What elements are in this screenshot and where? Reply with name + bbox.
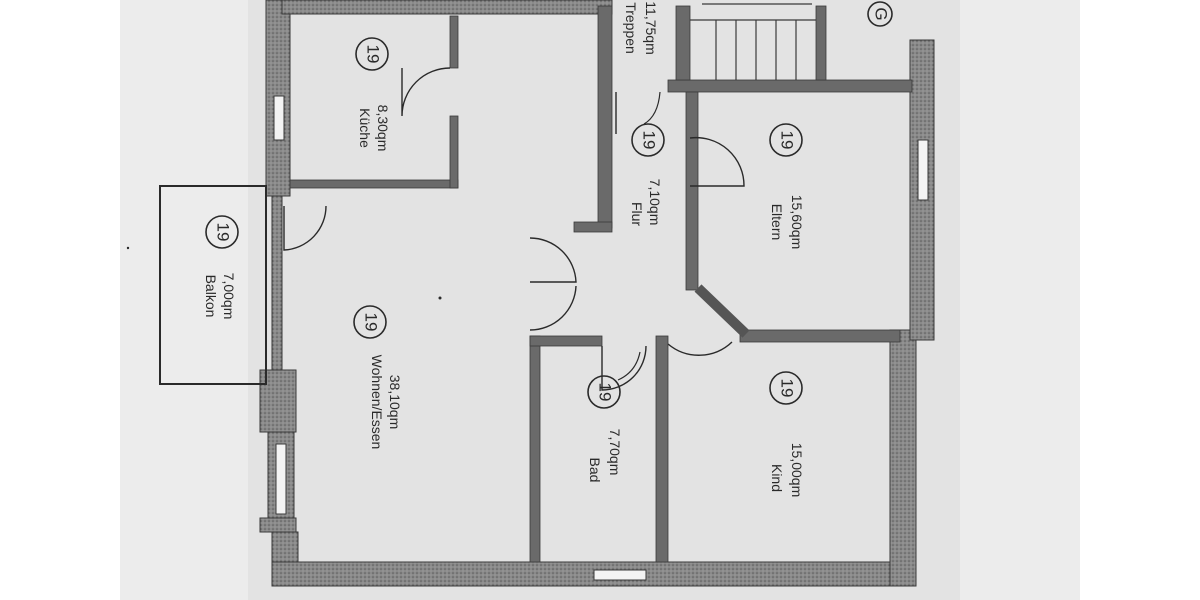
marker-leaders	[617, 91, 661, 381]
room-name-treppe: Treppen	[623, 2, 639, 54]
wall-left-sill	[259, 517, 297, 533]
door-wohnen-b	[529, 285, 577, 331]
wall-treppe-right	[815, 5, 827, 81]
room-name-kind: Kind	[769, 464, 785, 492]
balcony-outline	[159, 185, 267, 385]
marker-circle-balkon	[205, 215, 239, 249]
door-balkon	[283, 205, 327, 251]
marker-circle-eltern	[769, 123, 803, 157]
marker-kueche: 19	[364, 45, 383, 64]
marker-circle-kind	[769, 371, 803, 405]
window-eltern	[917, 139, 929, 201]
wall-bad-left	[529, 335, 541, 563]
window-wohnen	[275, 443, 287, 515]
door-bad	[601, 345, 647, 391]
wall-top	[281, 0, 613, 15]
marker-circle-bad	[587, 375, 621, 409]
room-name-eltern: Eltern	[769, 204, 785, 241]
room-name-flur: Flur	[629, 202, 645, 226]
wall-eltern-diagonal	[694, 284, 750, 338]
wall-right-lower	[889, 329, 917, 587]
inner-walls	[289, 5, 913, 563]
room-area-kind: 15,00qm	[789, 443, 805, 497]
marker-kind: 19	[778, 379, 797, 398]
marker-flur: 19	[640, 131, 659, 150]
marker-circle-g	[867, 1, 893, 27]
door-kind	[667, 341, 733, 356]
marker-circle-kueche	[355, 37, 389, 71]
wall-wohnen-flur-top	[597, 5, 613, 229]
room-area-kueche: 8,30qm	[375, 105, 391, 152]
wall-kueche-right-bottom	[449, 115, 459, 189]
marker-circles	[205, 1, 893, 409]
room-area-treppe: 11,75qm	[643, 1, 659, 54]
speck	[126, 246, 130, 250]
door-kueche	[401, 67, 451, 117]
room-area-wohnen: 38,10qm	[387, 375, 403, 429]
window-kueche	[273, 95, 285, 141]
wall-wohnen-flur-step	[573, 221, 613, 233]
room-name-bad: Bad	[587, 458, 603, 483]
windows	[273, 95, 929, 581]
room-area-flur: 7,10qm	[647, 179, 663, 226]
door-wohnen-a	[529, 237, 577, 283]
wall-flur-eltern-top	[667, 79, 913, 93]
marker-eltern: 19	[778, 131, 797, 150]
speck	[438, 296, 442, 300]
wall-treppe-left	[675, 5, 691, 81]
marker-balkon: 19	[214, 223, 233, 242]
door-eltern	[689, 136, 745, 187]
door-swings	[283, 67, 745, 391]
window-bad	[593, 569, 647, 581]
room-name-wohnen: Wohnen/Essen	[369, 355, 385, 450]
room-area-eltern: 15,60qm	[789, 195, 805, 249]
room-name-balkon: Balkon	[203, 275, 219, 318]
stairs	[690, 3, 816, 80]
wall-flur-eltern	[685, 91, 699, 291]
wall-kueche-right-top	[449, 15, 459, 69]
wall-bad-top-left	[529, 335, 603, 347]
wall-eltern-kind	[739, 329, 901, 343]
room-area-bad: 7,70qm	[607, 429, 623, 476]
wall-bottom	[271, 561, 913, 587]
wall-kueche-bottom	[289, 179, 459, 189]
marker-g: G	[872, 7, 891, 20]
marker-wohnen: 19	[362, 313, 381, 332]
marker-circle-wohnen	[353, 305, 387, 339]
wall-bad-kind	[655, 335, 669, 563]
marker-bad: 19	[596, 383, 615, 402]
room-name-kueche: Küche	[357, 108, 373, 148]
wall-left-balcony-opening	[271, 195, 283, 375]
marker-circle-flur	[631, 123, 665, 157]
room-area-balkon: 7,00qm	[221, 273, 237, 320]
